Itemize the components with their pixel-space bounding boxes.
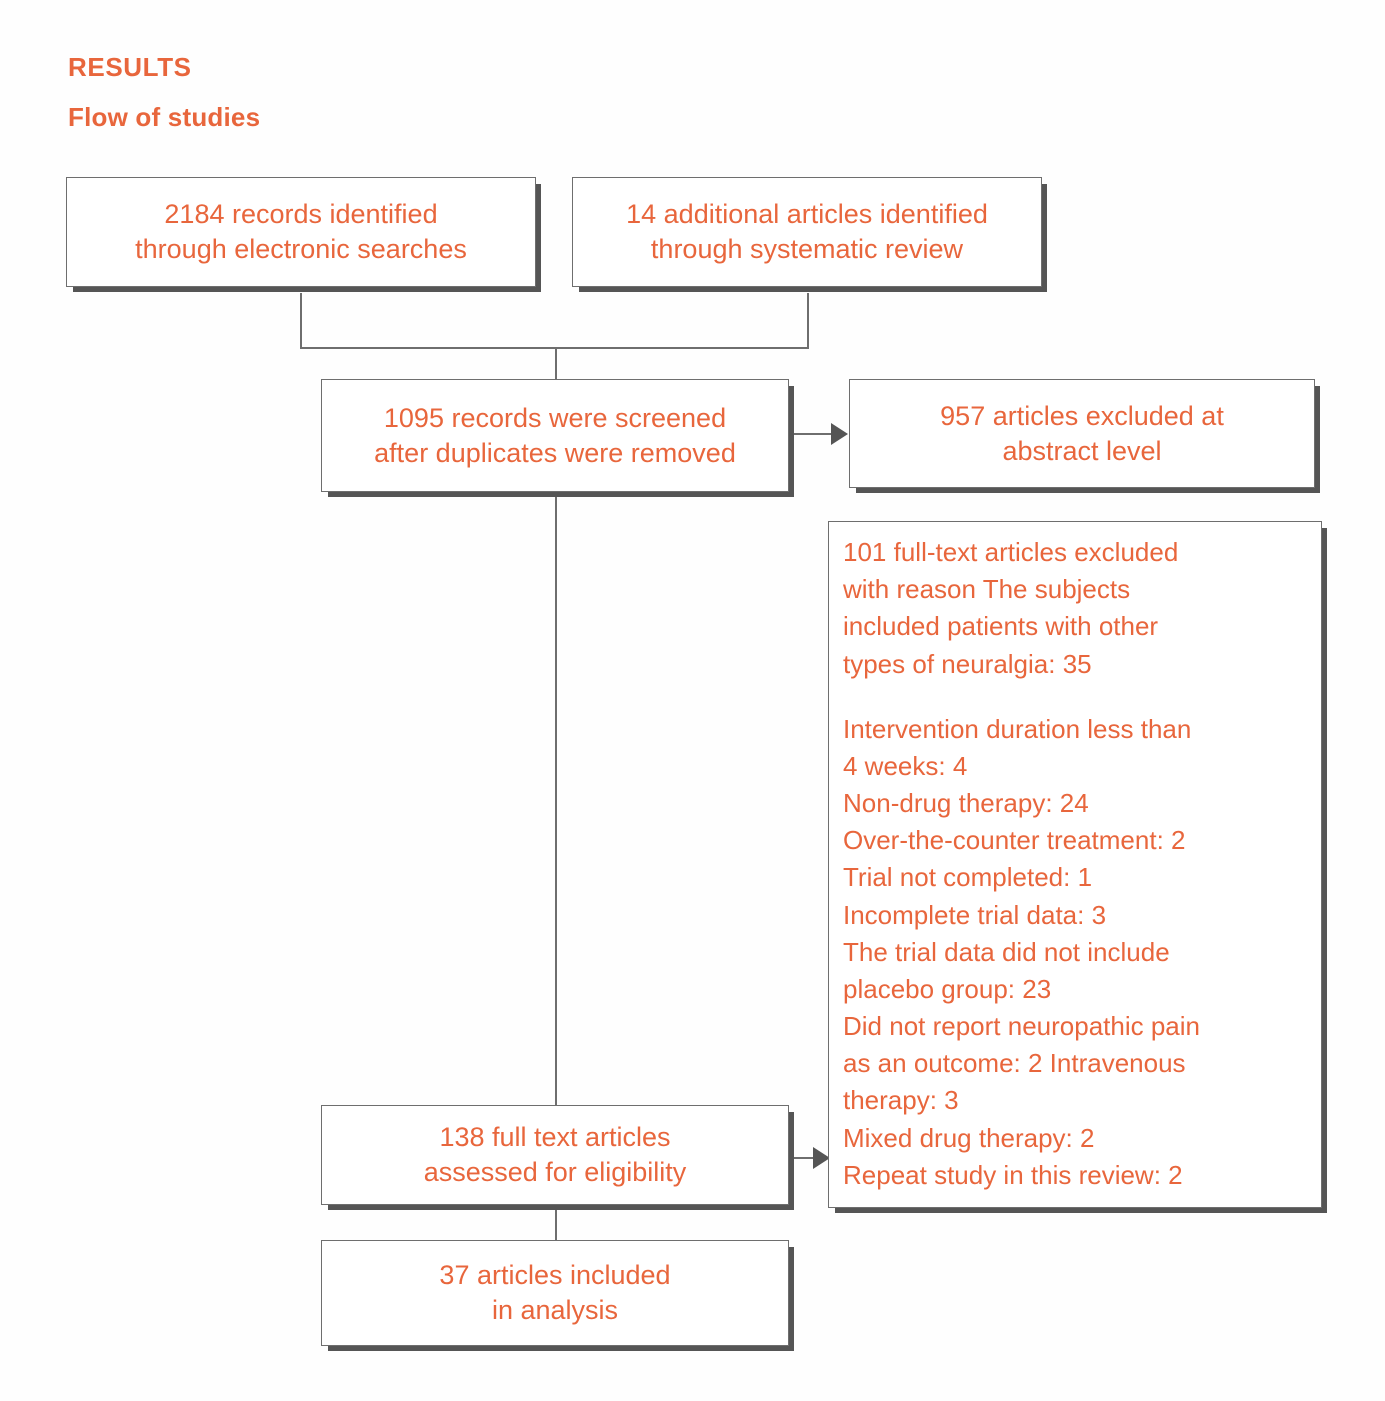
exclusion-intro-text: 101 full-text articles excluded with rea… <box>843 537 1179 679</box>
flow-box-fulltext-assessed: 138 full text articles assessed for elig… <box>321 1105 789 1205</box>
flow-box-records-screened-label: 1095 records were screened after duplica… <box>374 402 736 468</box>
flow-box-exclusion-reasons: 101 full-text articles excluded with rea… <box>828 521 1322 1208</box>
arrow-right-icon <box>831 423 848 445</box>
page-title: RESULTS <box>68 52 192 82</box>
exclusion-reasons-list: Intervention duration less than 4 weeks:… <box>843 713 1201 1190</box>
flow-box-records-electronic-label: 2184 records identified through electron… <box>135 199 467 264</box>
flow-box-articles-included-label: 37 articles included in analysis <box>439 1260 671 1325</box>
connector-electronic-to-merge <box>300 293 302 349</box>
flow-box-records-screened: 1095 records were screened after duplica… <box>321 379 789 492</box>
flow-box-records-systematic-label: 14 additional articles identified throug… <box>626 199 988 264</box>
connector-screened-to-excluded <box>789 433 833 435</box>
connector-fulltext-to-reasons <box>789 1157 815 1159</box>
page-subtitle: Flow of studies <box>68 102 261 132</box>
connector-merge-to-screened <box>555 347 557 380</box>
flow-box-fulltext-assessed-label: 138 full text articles assessed for elig… <box>423 1122 687 1187</box>
flow-box-records-electronic: 2184 records identified through electron… <box>66 177 536 287</box>
exclusion-spacer <box>843 683 1321 711</box>
arrow-right-icon <box>813 1147 830 1169</box>
flow-box-records-systematic: 14 additional articles identified throug… <box>572 177 1042 287</box>
flow-box-articles-included: 37 articles included in analysis <box>321 1240 789 1346</box>
flow-box-excluded-abstract: 957 articles excluded at abstract level <box>849 379 1315 488</box>
connector-merge-bar <box>300 347 809 349</box>
connector-systematic-to-merge <box>807 293 809 349</box>
connector-screened-to-fulltext <box>555 497 557 1106</box>
flow-box-excluded-abstract-label: 957 articles excluded at abstract level <box>940 400 1224 466</box>
connector-fulltext-to-included <box>555 1210 557 1242</box>
